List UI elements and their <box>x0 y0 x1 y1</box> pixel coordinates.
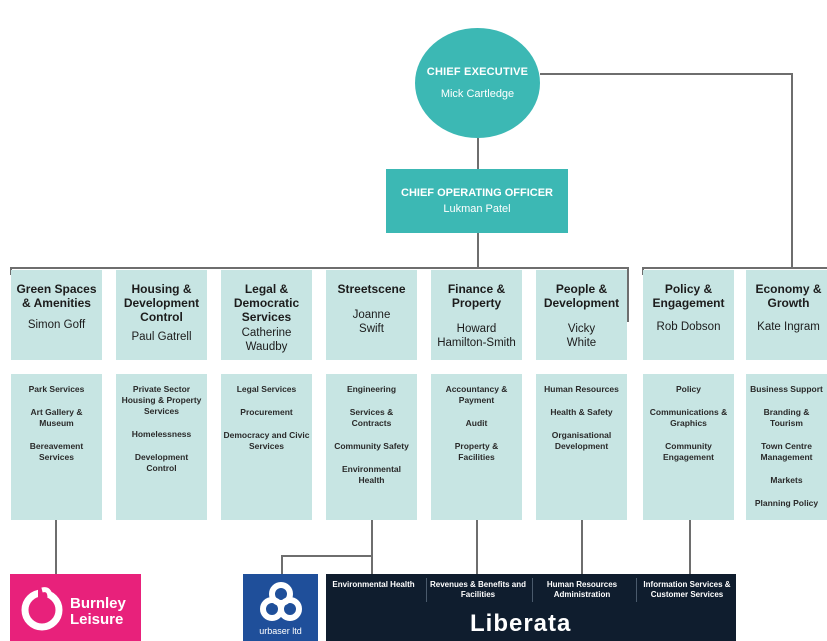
liberata-divider <box>636 578 637 602</box>
dept-title: Legal & Democratic Services <box>233 282 300 324</box>
service-item: Communications & Graphics <box>649 407 728 428</box>
connector-horizontal-left <box>10 267 628 269</box>
service-item: Environmental Health <box>341 464 402 485</box>
connector-left-tick <box>10 267 12 275</box>
coo-name: Lukman Patel <box>443 203 511 215</box>
services-economy: Business Support Branding & Tourism Town… <box>746 374 827 520</box>
dept-head-legal: Legal & Democratic Services Catherine Wa… <box>221 270 312 360</box>
service-item: Branding & Tourism <box>763 407 810 428</box>
chief-executive-title: CHIEF EXECUTIVE <box>426 66 529 78</box>
service-item: Park Services <box>28 384 85 394</box>
service-item: Human Resources <box>544 384 619 394</box>
service-item: Bereavement Services <box>29 441 84 462</box>
dept-title: People & Development <box>543 282 620 310</box>
liberata-cell: Human Resources Administration <box>546 580 618 599</box>
urbaser-text: urbaser ltd <box>259 626 302 636</box>
connector-policy-liberata <box>689 520 691 574</box>
connector-horizontal-right <box>642 267 827 269</box>
service-item: Community Safety <box>334 441 409 451</box>
liberata-block: Environmental Health Revenues & Benefits… <box>326 574 736 641</box>
service-item: Health & Safety <box>550 407 613 417</box>
service-item: Property & Facilities <box>454 441 499 462</box>
burnley-leisure-logo: Burnley Leisure <box>10 574 141 641</box>
connector-right-tick <box>627 267 629 322</box>
dept-head-economy: Economy & Growth Kate Ingram <box>746 270 827 360</box>
chief-operating-officer-node: CHIEF OPERATING OFFICER Lukman Patel <box>386 169 568 233</box>
dept-title: Housing & Development Control <box>123 282 200 324</box>
burnley-leisure-text-line1: Burnley <box>70 595 126 612</box>
connector-streetscene-down <box>371 520 373 556</box>
dept-title: Policy & Engagement <box>652 282 725 310</box>
connector-green-burnley <box>55 520 57 574</box>
service-item: Audit <box>465 418 488 428</box>
service-item: Development Control <box>134 452 189 473</box>
connector-ceo-coo <box>477 138 479 169</box>
service-item: Homelessness <box>131 429 192 439</box>
dept-name: Catherine Waudby <box>241 327 292 353</box>
service-item: Democracy and Civic Services <box>223 430 310 451</box>
burnley-leisure-text-line2: Leisure <box>70 611 124 628</box>
service-item: Markets <box>770 475 803 485</box>
connector-right-down <box>791 73 793 268</box>
dept-head-green-spaces: Green Spaces & Amenities Simon Goff <box>11 270 102 360</box>
chief-executive-name: Mick Cartledge <box>440 88 515 100</box>
dept-title: Green Spaces & Amenities <box>16 282 97 310</box>
service-item: Services & Contracts <box>349 407 394 428</box>
dept-name: Howard Hamilton-Smith <box>437 323 516 349</box>
liberata-divider <box>532 578 533 602</box>
dept-head-policy: Policy & Engagement Rob Dobson <box>643 270 734 360</box>
connector-ceo-right <box>540 73 792 75</box>
dept-head-people: People & Development Vicky White <box>536 270 627 360</box>
connector-finance-liberata <box>476 520 478 574</box>
service-item: Town Centre Management <box>760 441 813 462</box>
dept-name: Joanne Swift <box>352 309 391 335</box>
service-item: Private Sector Housing & Property Servic… <box>121 384 202 416</box>
dept-title: Streetscene <box>337 282 406 296</box>
services-housing: Private Sector Housing & Property Servic… <box>116 374 207 520</box>
dept-head-housing: Housing & Development Control Paul Gatre… <box>116 270 207 360</box>
service-item: Procurement <box>240 407 293 417</box>
connector-coo-down <box>477 233 479 267</box>
dept-title: Finance & Property <box>447 282 506 310</box>
chief-executive-node: CHIEF EXECUTIVE Mick Cartledge <box>415 28 540 138</box>
dept-title: Economy & Growth <box>755 282 822 310</box>
service-item: Policy <box>675 384 702 394</box>
dept-head-finance: Finance & Property Howard Hamilton-Smith <box>431 270 522 360</box>
services-finance: Accountancy & Payment Audit Property & F… <box>431 374 522 520</box>
dept-name: Paul Gatrell <box>131 331 192 343</box>
dept-name: Simon Goff <box>27 319 86 331</box>
dept-head-streetscene: Streetscene Joanne Swift <box>326 270 417 360</box>
coo-title: CHIEF OPERATING OFFICER <box>401 187 553 199</box>
connector-streetscene-horizontal <box>281 555 372 557</box>
connector-urbaser <box>281 555 283 574</box>
services-green-spaces: Park Services Art Gallery & Museum Berea… <box>11 374 102 520</box>
dept-name: Rob Dobson <box>656 321 721 333</box>
service-item: Legal Services <box>236 384 297 394</box>
dept-name: Kate Ingram <box>757 321 820 333</box>
urbaser-logo: urbaser ltd <box>243 574 318 641</box>
connector-people-liberata <box>581 520 583 574</box>
liberata-cell: Information Services & Customer Services <box>643 580 731 599</box>
service-item: Community Engagement <box>662 441 714 462</box>
liberata-wordmark: Liberata <box>470 610 572 637</box>
urbaser-emblem-icon <box>260 582 302 621</box>
service-item: Engineering <box>346 384 397 394</box>
service-item: Business Support <box>750 384 823 394</box>
services-streetscene: Engineering Services & Contracts Communi… <box>326 374 417 520</box>
liberata-cell: Environmental Health <box>332 580 415 589</box>
liberata-cell: Revenues & Benefits and Facilities <box>429 580 527 599</box>
services-policy: Policy Communications & Graphics Communi… <box>643 374 734 520</box>
service-item: Planning Policy <box>754 498 819 508</box>
dept-name: Vicky White <box>566 323 597 349</box>
service-item: Organisational Development <box>551 430 612 451</box>
burnley-leisure-swirl-icon <box>21 586 63 631</box>
service-item: Accountancy & Payment <box>445 384 508 405</box>
services-people: Human Resources Health & Safety Organisa… <box>536 374 627 520</box>
services-legal: Legal Services Procurement Democracy and… <box>221 374 312 520</box>
service-item: Art Gallery & Museum <box>30 407 83 428</box>
liberata-divider <box>426 578 427 602</box>
connector-policy-tick <box>642 267 644 275</box>
connector-streetscene-liberata <box>371 555 373 574</box>
